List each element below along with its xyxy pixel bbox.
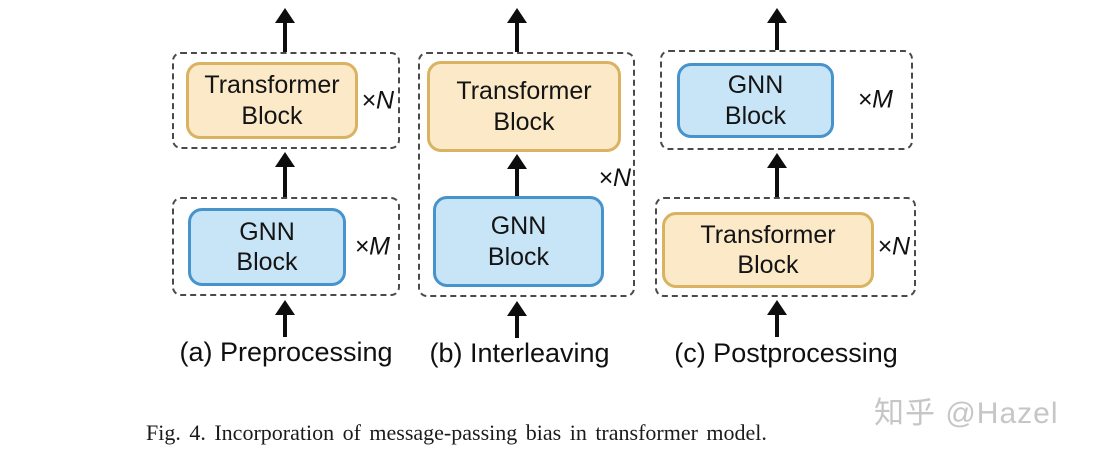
watermark: 知乎 @Hazel bbox=[874, 397, 1059, 430]
up-arrow-icon bbox=[507, 301, 527, 338]
arrowhead-icon bbox=[507, 8, 527, 23]
arrow-shaft bbox=[515, 168, 519, 196]
arrow-shaft bbox=[775, 314, 779, 337]
figure-caption: Fig. 4. Incorporation of message-passing… bbox=[146, 420, 767, 445]
arrowhead-icon bbox=[767, 153, 787, 168]
repeat-count-label: ×N bbox=[877, 232, 910, 261]
arrow-shaft bbox=[775, 167, 779, 197]
arrow-shaft bbox=[283, 314, 287, 337]
arrow-shaft bbox=[515, 22, 519, 53]
repeat-count-label: ×M bbox=[857, 85, 893, 114]
up-arrow-icon bbox=[507, 8, 527, 53]
panel-b-caption: (b) Interleaving bbox=[429, 338, 610, 368]
transformer-block-label: Transformer Block bbox=[204, 71, 340, 130]
panel-a-caption: (a) Preprocessing bbox=[179, 337, 393, 367]
arrow-shaft bbox=[283, 166, 287, 197]
arrow-shaft bbox=[775, 22, 779, 51]
gnn-block-label: GNN Block bbox=[236, 217, 298, 277]
up-arrow-icon bbox=[767, 153, 787, 197]
transformer-block: Transformer Block bbox=[662, 212, 874, 288]
transformer-block: Transformer Block bbox=[427, 61, 621, 152]
up-arrow-icon bbox=[275, 8, 295, 53]
up-arrow-icon bbox=[275, 300, 295, 337]
arrowhead-icon bbox=[275, 8, 295, 23]
up-arrow-icon bbox=[767, 8, 787, 51]
arrow-shaft bbox=[283, 22, 287, 53]
arrowhead-icon bbox=[507, 301, 527, 316]
arrowhead-icon bbox=[767, 8, 787, 23]
repeat-count-label: ×N bbox=[598, 164, 631, 192]
gnn-block-label: GNN Block bbox=[724, 71, 787, 130]
up-arrow-icon bbox=[275, 152, 295, 197]
arrowhead-icon bbox=[275, 300, 295, 315]
transformer-block-label: Transformer Block bbox=[456, 77, 592, 136]
transformer-block-label: Transformer Block bbox=[700, 220, 836, 280]
gnn-block: GNN Block bbox=[188, 208, 346, 286]
arrowhead-icon bbox=[507, 154, 527, 169]
arrow-shaft bbox=[515, 315, 519, 338]
gnn-block-label: GNN Block bbox=[487, 212, 550, 271]
arrowhead-icon bbox=[767, 300, 787, 315]
arrowhead-icon bbox=[275, 152, 295, 167]
gnn-block: GNN Block bbox=[677, 63, 834, 138]
repeat-count-label: ×N bbox=[361, 86, 394, 114]
up-arrow-icon bbox=[507, 154, 527, 196]
up-arrow-icon bbox=[767, 300, 787, 337]
panel-c-caption: (c) Postprocessing bbox=[674, 338, 898, 368]
repeat-count-label: ×M bbox=[354, 232, 390, 260]
gnn-block: GNN Block bbox=[433, 196, 604, 287]
transformer-block: Transformer Block bbox=[186, 62, 358, 139]
